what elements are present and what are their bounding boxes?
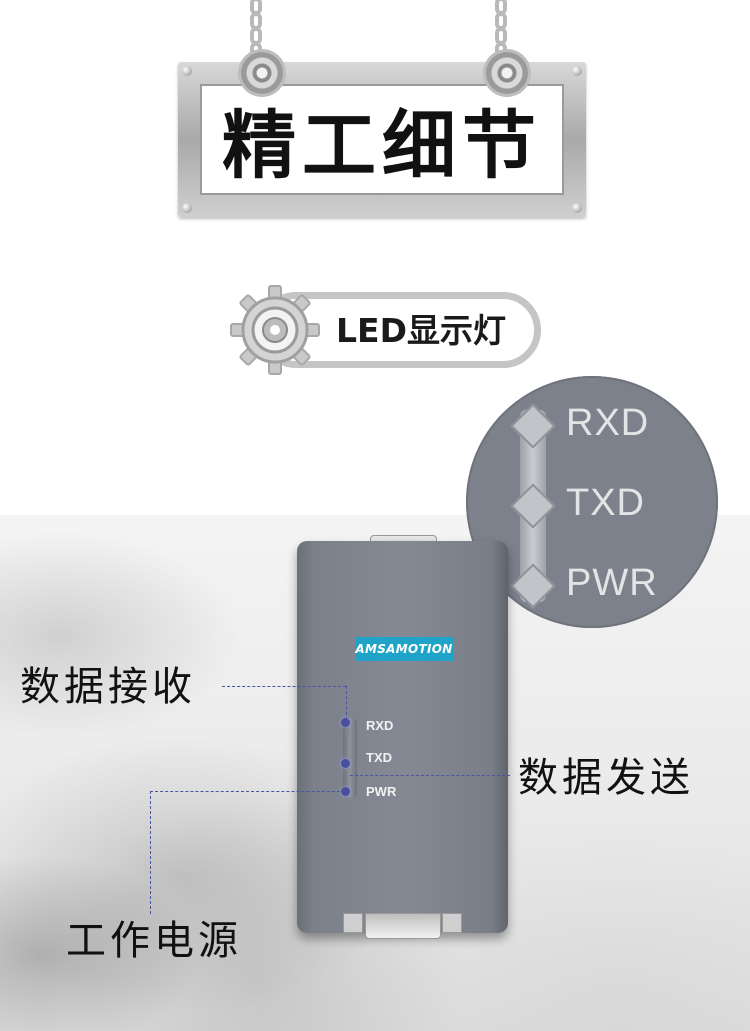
led-txd bbox=[341, 759, 350, 768]
callout-send: 数据发送 bbox=[518, 755, 694, 801]
connector-post-bottom-right bbox=[442, 913, 462, 933]
led-label-txd: TXD bbox=[366, 750, 392, 765]
section-label: LED显示灯 bbox=[336, 311, 506, 350]
led-label-pwr: PWR bbox=[366, 784, 397, 799]
right-chain-icon bbox=[494, 0, 508, 60]
callout-line-power-drop bbox=[150, 791, 151, 914]
zoom-label-pwr: PWR bbox=[566, 562, 658, 604]
zoom-label-txd: TXD bbox=[566, 482, 645, 524]
left-chain-icon bbox=[249, 0, 263, 60]
converter-device bbox=[297, 541, 508, 933]
callout-receive: 数据接收 bbox=[20, 664, 196, 710]
title-sign: 精工细节 bbox=[178, 62, 586, 217]
connector-post-bottom-left bbox=[343, 913, 363, 933]
callout-line-receive bbox=[222, 686, 346, 687]
callout-line-send bbox=[350, 775, 510, 776]
page-title: 精工细节 bbox=[222, 103, 542, 189]
led-slot bbox=[343, 718, 357, 798]
left-gear-icon bbox=[241, 52, 283, 94]
db9-connector-bottom bbox=[365, 913, 441, 939]
callout-line-receive-drop bbox=[346, 686, 347, 720]
brand-badge: AMSAMOTION bbox=[355, 637, 453, 661]
right-gear-icon bbox=[486, 52, 528, 94]
led-pwr bbox=[341, 787, 350, 796]
zoom-label-rxd: RXD bbox=[566, 402, 650, 444]
led-label-rxd: RXD bbox=[366, 718, 394, 733]
gear-icon bbox=[230, 285, 320, 375]
callout-line-power bbox=[150, 791, 345, 792]
led-rxd bbox=[341, 718, 350, 727]
callout-power: 工作电源 bbox=[66, 918, 242, 964]
led-zoom-circle bbox=[466, 376, 718, 628]
